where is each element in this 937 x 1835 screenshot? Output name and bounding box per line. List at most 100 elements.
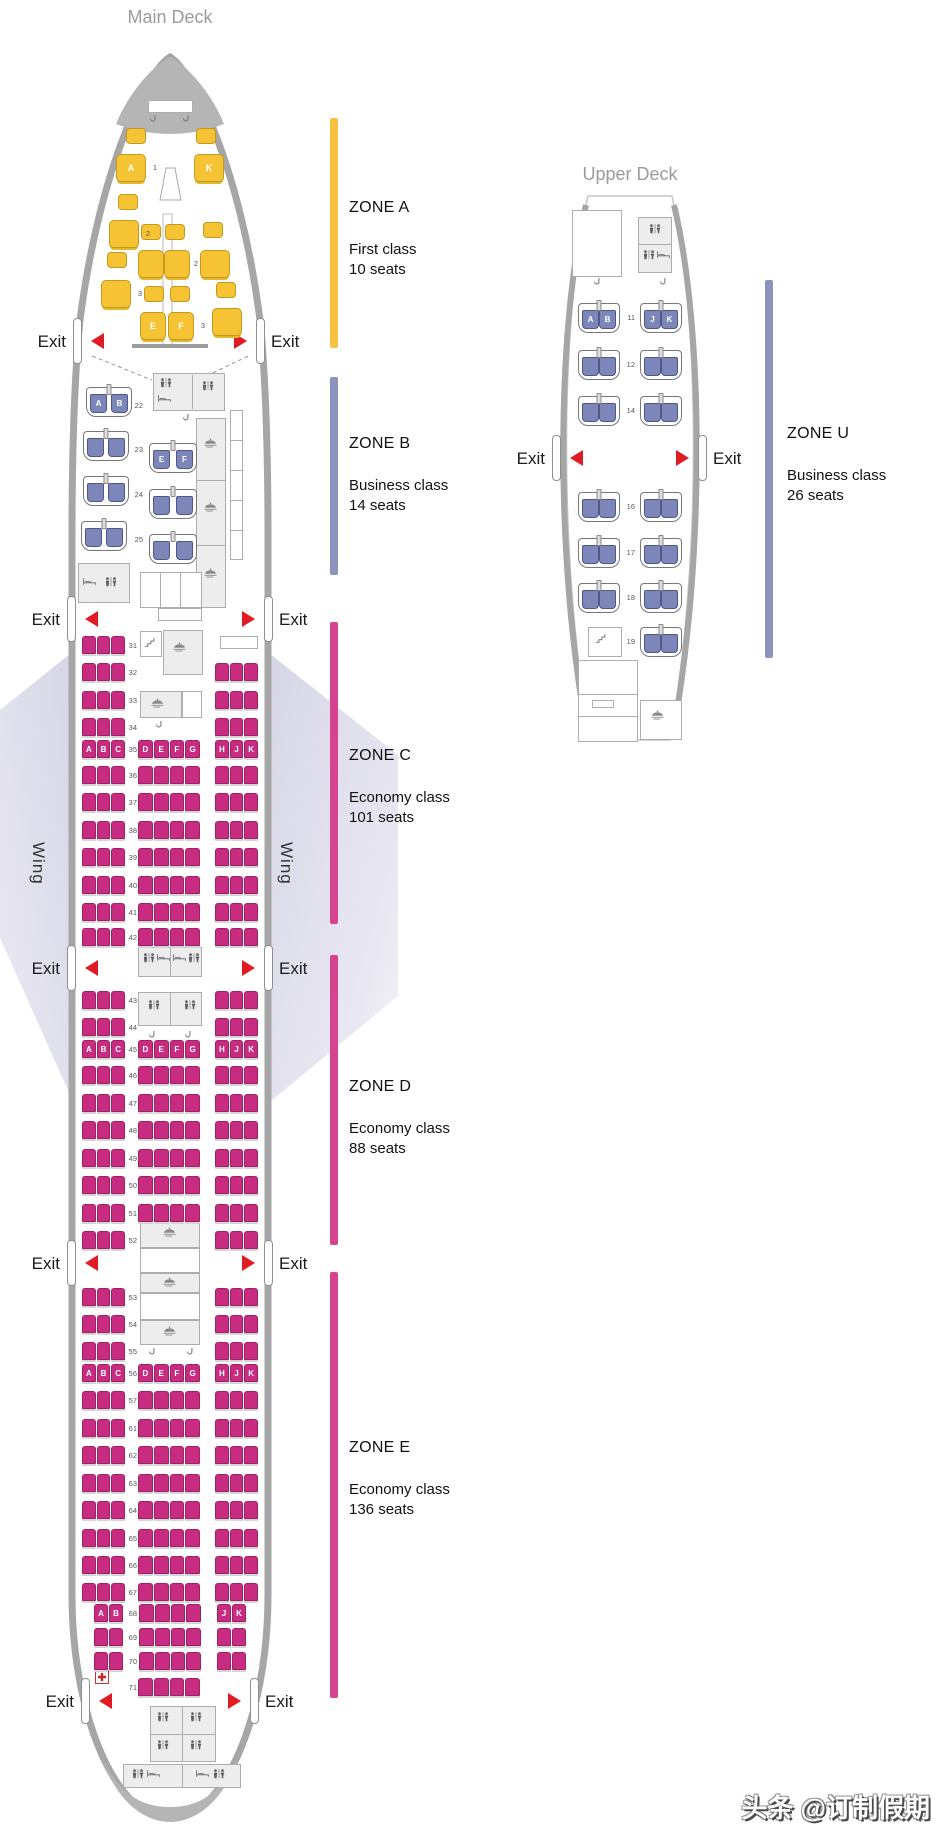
economy-seat[interactable] (109, 1652, 123, 1670)
economy-seat[interactable] (153, 1149, 169, 1167)
economy-seat[interactable] (96, 1446, 111, 1464)
economy-seat[interactable] (139, 1604, 154, 1622)
economy-seat[interactable] (96, 1176, 111, 1194)
economy-seat[interactable] (96, 1121, 111, 1139)
economy-seat[interactable] (185, 1678, 200, 1696)
seat-A[interactable]: A (90, 394, 107, 413)
economy-seat[interactable] (111, 663, 126, 681)
seat-A[interactable]: A (82, 1364, 96, 1382)
economy-seat[interactable] (229, 1474, 244, 1492)
economy-seat[interactable] (96, 1556, 111, 1574)
economy-seat[interactable] (111, 903, 126, 921)
economy-seat[interactable] (111, 821, 126, 839)
economy-seat[interactable] (244, 691, 259, 709)
economy-seat[interactable] (96, 1529, 111, 1547)
economy-seat[interactable] (215, 1094, 229, 1112)
economy-seat[interactable] (244, 1419, 259, 1437)
economy-seat[interactable] (229, 1583, 244, 1601)
economy-seat[interactable] (96, 1149, 111, 1167)
business-seat[interactable] (599, 403, 616, 422)
economy-seat[interactable] (244, 663, 259, 681)
economy-seat[interactable] (111, 1204, 126, 1222)
economy-seat[interactable] (96, 663, 111, 681)
economy-seat[interactable] (229, 793, 244, 811)
economy-seat[interactable] (82, 928, 96, 946)
economy-seat[interactable] (215, 1419, 229, 1437)
economy-seat[interactable] (153, 1391, 169, 1409)
economy-seat[interactable] (82, 691, 96, 709)
economy-seat[interactable] (169, 1501, 185, 1519)
economy-seat[interactable] (111, 1018, 126, 1036)
economy-seat[interactable] (153, 1501, 169, 1519)
economy-seat[interactable] (185, 821, 200, 839)
economy-seat[interactable] (153, 928, 169, 946)
economy-seat[interactable] (82, 1066, 96, 1084)
economy-seat[interactable] (215, 1501, 229, 1519)
economy-seat[interactable] (185, 848, 200, 866)
economy-seat[interactable] (229, 1176, 244, 1194)
economy-seat[interactable] (169, 876, 185, 894)
economy-seat[interactable] (229, 718, 244, 736)
economy-seat[interactable] (169, 1149, 185, 1167)
business-seat[interactable] (644, 634, 661, 653)
economy-seat[interactable] (111, 1288, 126, 1306)
economy-seat[interactable] (217, 1628, 231, 1646)
economy-seat[interactable] (153, 1176, 169, 1194)
economy-seat[interactable] (82, 876, 96, 894)
economy-seat[interactable] (185, 928, 200, 946)
economy-seat[interactable] (96, 1204, 111, 1222)
economy-seat[interactable] (229, 1446, 244, 1464)
seat-K[interactable]: K (244, 1040, 259, 1058)
economy-seat[interactable] (244, 1149, 259, 1167)
business-seat[interactable] (153, 541, 170, 560)
economy-seat[interactable] (244, 1446, 259, 1464)
economy-seat[interactable] (138, 1094, 153, 1112)
economy-seat[interactable] (153, 1556, 169, 1574)
economy-seat[interactable] (82, 1231, 96, 1249)
economy-seat[interactable] (169, 1678, 185, 1696)
economy-seat[interactable] (185, 766, 200, 784)
economy-seat[interactable] (82, 1556, 96, 1574)
economy-seat[interactable] (82, 636, 96, 654)
first-class-seat[interactable] (109, 220, 139, 248)
business-seat[interactable] (644, 499, 661, 518)
economy-seat[interactable] (232, 1628, 246, 1646)
economy-seat[interactable] (96, 1501, 111, 1519)
economy-seat[interactable] (138, 793, 153, 811)
economy-seat[interactable] (215, 663, 229, 681)
business-seat[interactable] (176, 496, 193, 515)
economy-seat[interactable] (138, 1446, 153, 1464)
economy-seat[interactable] (244, 1231, 259, 1249)
seat-F[interactable]: F (169, 1040, 185, 1058)
economy-seat[interactable] (215, 821, 229, 839)
seat-H[interactable]: H (215, 740, 229, 758)
economy-seat[interactable] (244, 1474, 259, 1492)
economy-seat[interactable] (111, 1176, 126, 1194)
economy-seat[interactable] (229, 1501, 244, 1519)
economy-seat[interactable] (229, 1121, 244, 1139)
business-seat[interactable] (582, 545, 599, 564)
business-seat[interactable] (106, 528, 123, 547)
economy-seat[interactable] (215, 876, 229, 894)
first-class-seat[interactable] (138, 250, 164, 278)
economy-seat[interactable] (111, 1342, 126, 1360)
economy-seat[interactable] (111, 1474, 126, 1492)
seat-F[interactable]: F (169, 740, 185, 758)
economy-seat[interactable] (154, 1652, 170, 1670)
economy-seat[interactable] (153, 1419, 169, 1437)
economy-seat[interactable] (185, 1094, 200, 1112)
seat-D[interactable]: D (138, 1040, 153, 1058)
economy-seat[interactable] (153, 848, 169, 866)
economy-seat[interactable] (185, 1204, 200, 1222)
economy-seat[interactable] (244, 1529, 259, 1547)
economy-seat[interactable] (169, 1121, 185, 1139)
economy-seat[interactable] (215, 928, 229, 946)
economy-seat[interactable] (215, 991, 229, 1009)
economy-seat[interactable] (82, 1288, 96, 1306)
economy-seat[interactable] (169, 928, 185, 946)
seat-A[interactable]: A (82, 1040, 96, 1058)
economy-seat[interactable] (96, 766, 111, 784)
economy-seat[interactable] (244, 1094, 259, 1112)
economy-seat[interactable] (244, 793, 259, 811)
economy-seat[interactable] (82, 718, 96, 736)
